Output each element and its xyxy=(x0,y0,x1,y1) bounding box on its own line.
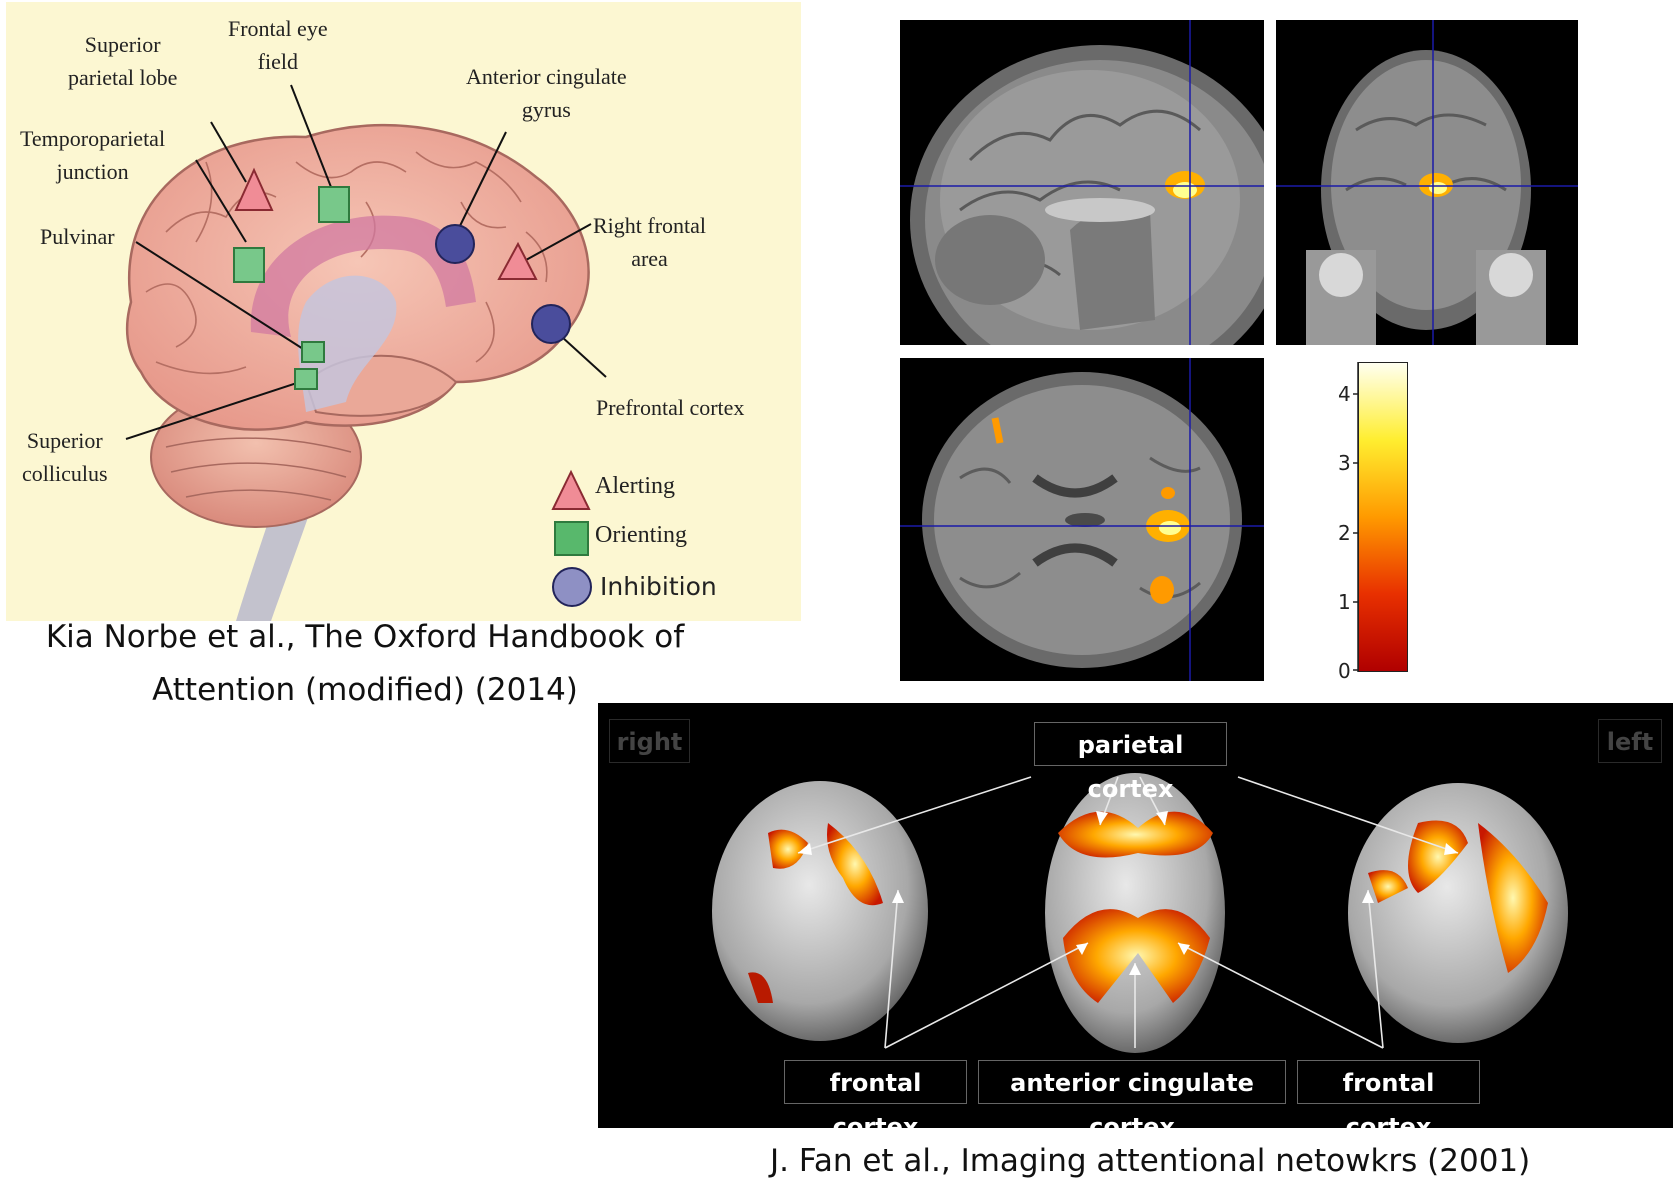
colorbar-tick-2: 2 xyxy=(1338,521,1351,545)
legend-alerting: Alerting xyxy=(595,473,675,499)
brain-render-left xyxy=(1348,783,1568,1043)
label-right-frontal-area: Right frontal area xyxy=(593,213,707,271)
label-anterior-cingulate-cortex: anterior cingulate cortex xyxy=(978,1060,1286,1128)
orienting-marker-icon xyxy=(233,186,350,390)
inhibition-marker-icon xyxy=(435,224,571,344)
alerting-marker-icon xyxy=(234,167,538,280)
label-temporoparietal-junction: Temporoparietal junction xyxy=(20,126,166,184)
label-parietal-cortex: parietal cortex xyxy=(1034,722,1227,803)
label-pulvinar: Pulvinar xyxy=(40,224,115,249)
mri-axial-slice xyxy=(900,358,1264,681)
brain-render-right xyxy=(712,781,928,1041)
label-frontal-cortex-left: frontal cortex xyxy=(1297,1060,1480,1128)
label-anterior-cingulate-gyrus: Anterior cingulate gyrus xyxy=(466,64,627,122)
legend-inhibition: Inhibition xyxy=(600,572,717,601)
square-icon xyxy=(554,521,589,556)
label-right-view: right xyxy=(609,719,690,763)
brain-illustration xyxy=(125,84,607,621)
brain-renders xyxy=(712,773,1568,1053)
colorbar-tick-4: 4 xyxy=(1338,382,1351,406)
colorbar xyxy=(1358,362,1408,672)
colorbar-tick-1: 1 xyxy=(1338,590,1351,614)
colorbar-tick-0: 0 xyxy=(1338,659,1351,683)
label-superior-parietal-lobe: Superior parietal lobe xyxy=(68,32,178,90)
label-frontal-cortex-right: frontal cortex xyxy=(784,1060,967,1128)
render-panel: right left parietal cortex frontal corte… xyxy=(598,703,1673,1128)
label-superior-colliculus: Superior colliculus xyxy=(22,428,108,486)
triangle-icon xyxy=(551,469,591,510)
colorbar-tick-3: 3 xyxy=(1338,451,1351,475)
label-left-view: left xyxy=(1598,719,1662,763)
mri-coronal-slice xyxy=(1276,20,1578,345)
colorbar-axis xyxy=(1353,362,1359,672)
label-frontal-eye-field: Frontal eye field xyxy=(228,16,328,74)
label-prefrontal-cortex: Prefrontal cortex xyxy=(596,395,745,420)
mri-sagittal-slice xyxy=(900,20,1264,345)
caption-fan: J. Fan et al., Imaging attentional netow… xyxy=(770,1143,1531,1179)
legend-orienting: Orienting xyxy=(595,522,687,548)
brain-diagram-panel: Superior parietal lobe Frontal eye field… xyxy=(6,2,801,621)
colorbar-gradient xyxy=(1359,363,1407,671)
caption-norbe: Kia Norbe et al., The Oxford Handbook of… xyxy=(45,619,685,708)
circle-icon xyxy=(552,567,592,607)
